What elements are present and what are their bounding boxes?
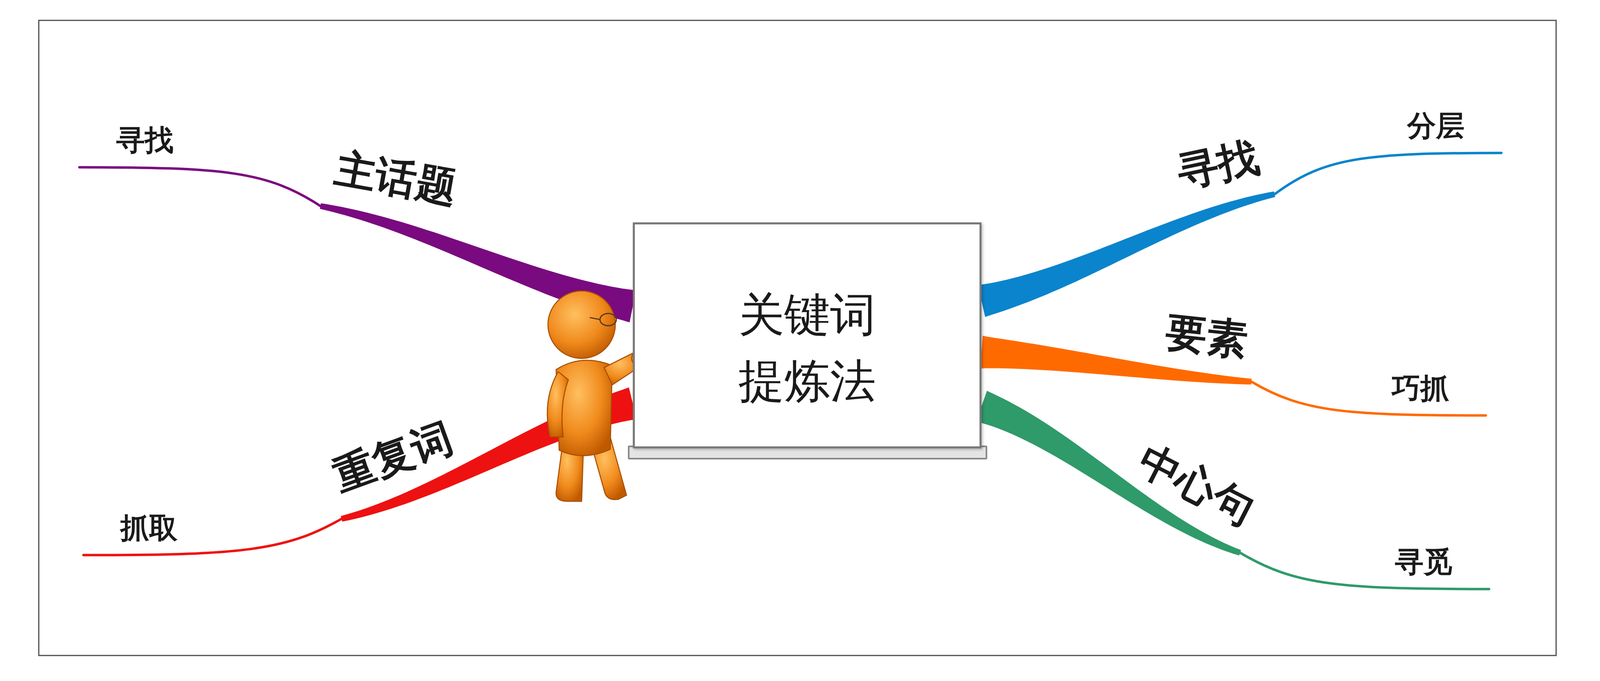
sub-branch-line — [79, 167, 321, 207]
branch-label: 主话题 — [320, 137, 470, 231]
branch-text: 巧抓 — [1391, 370, 1449, 406]
sub-branch-label: 巧抓 — [1354, 370, 1486, 416]
sub-branch-line — [1251, 381, 1487, 416]
branch-text: 寻觅 — [1394, 544, 1453, 579]
branch-band — [977, 191, 1276, 317]
frame-border — [38, 20, 1557, 656]
sub-branch-line — [1274, 153, 1502, 195]
central-title: 关键词 提炼法 — [725, 281, 890, 415]
branch-text: 中心句 — [1130, 434, 1263, 535]
branch-text: 寻找 — [116, 122, 174, 158]
sub-branch-label: 寻觅 — [1358, 544, 1490, 589]
central-whiteboard: 关键词 提炼法 — [632, 222, 982, 449]
branch-text: 抓取 — [120, 510, 178, 545]
branch-text: 要素 — [1163, 306, 1251, 365]
branch-text: 分层 — [1407, 108, 1465, 143]
branch-text: 寻找 — [1173, 131, 1264, 197]
sub-branch-label: 寻找 — [79, 122, 211, 168]
sub-branch-label: 分层 — [1370, 108, 1502, 154]
branch-label: 要素 — [1153, 302, 1259, 382]
sub-branch-label: 抓取 — [83, 510, 215, 556]
branch-text: 主话题 — [331, 142, 461, 213]
